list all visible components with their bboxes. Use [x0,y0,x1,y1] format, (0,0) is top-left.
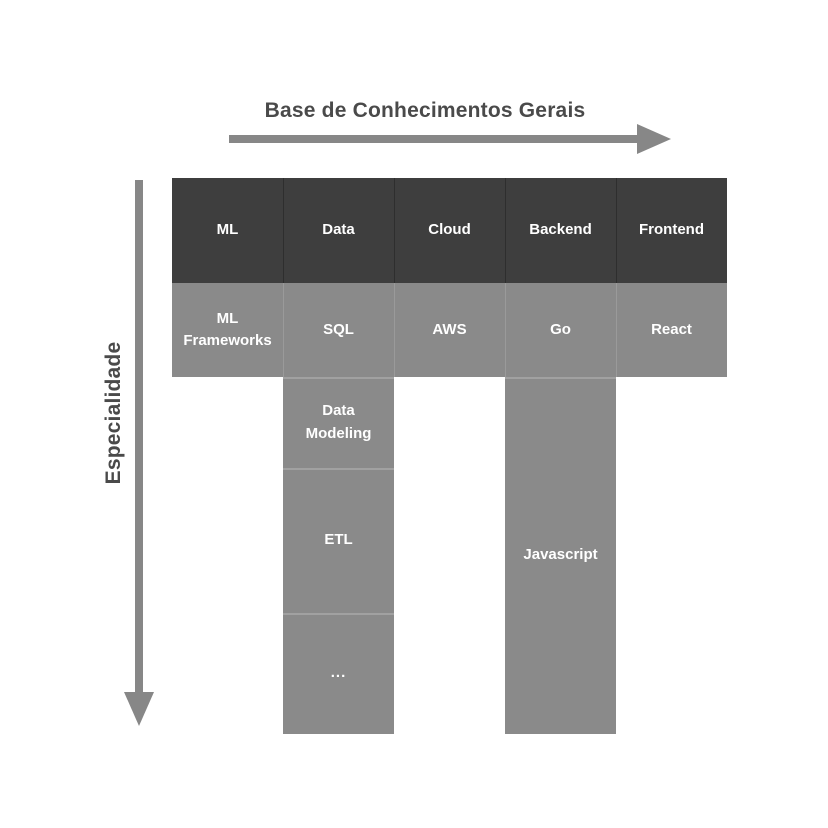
cell-etl: ETL [283,468,394,613]
cell-javascript: Javascript [505,377,616,734]
header-cell-cloud: Cloud [394,178,505,283]
cell-react: React [616,283,727,377]
vertical-arrow-shaft [135,180,143,692]
right-arrow-icon [637,124,671,154]
cell-ellipsis: ... [283,613,394,734]
vertical-axis-label: Especialidade [102,341,125,485]
header-cell-ml: ML [172,178,283,283]
cell-ml-frameworks: ML Frameworks [172,283,283,377]
cell-data-modeling: Data Modeling [283,377,394,468]
horizontal-arrow-shaft [229,135,638,143]
header-cell-data: Data [283,178,394,283]
header-cell-frontend: Frontend [616,178,727,283]
cell-go: Go [505,283,616,377]
header-cell-backend: Backend [505,178,616,283]
cell-aws: AWS [394,283,505,377]
cell-sql: SQL [283,283,394,377]
down-arrow-icon [124,692,154,726]
horizontal-axis-label: Base de Conhecimentos Gerais [264,99,586,122]
